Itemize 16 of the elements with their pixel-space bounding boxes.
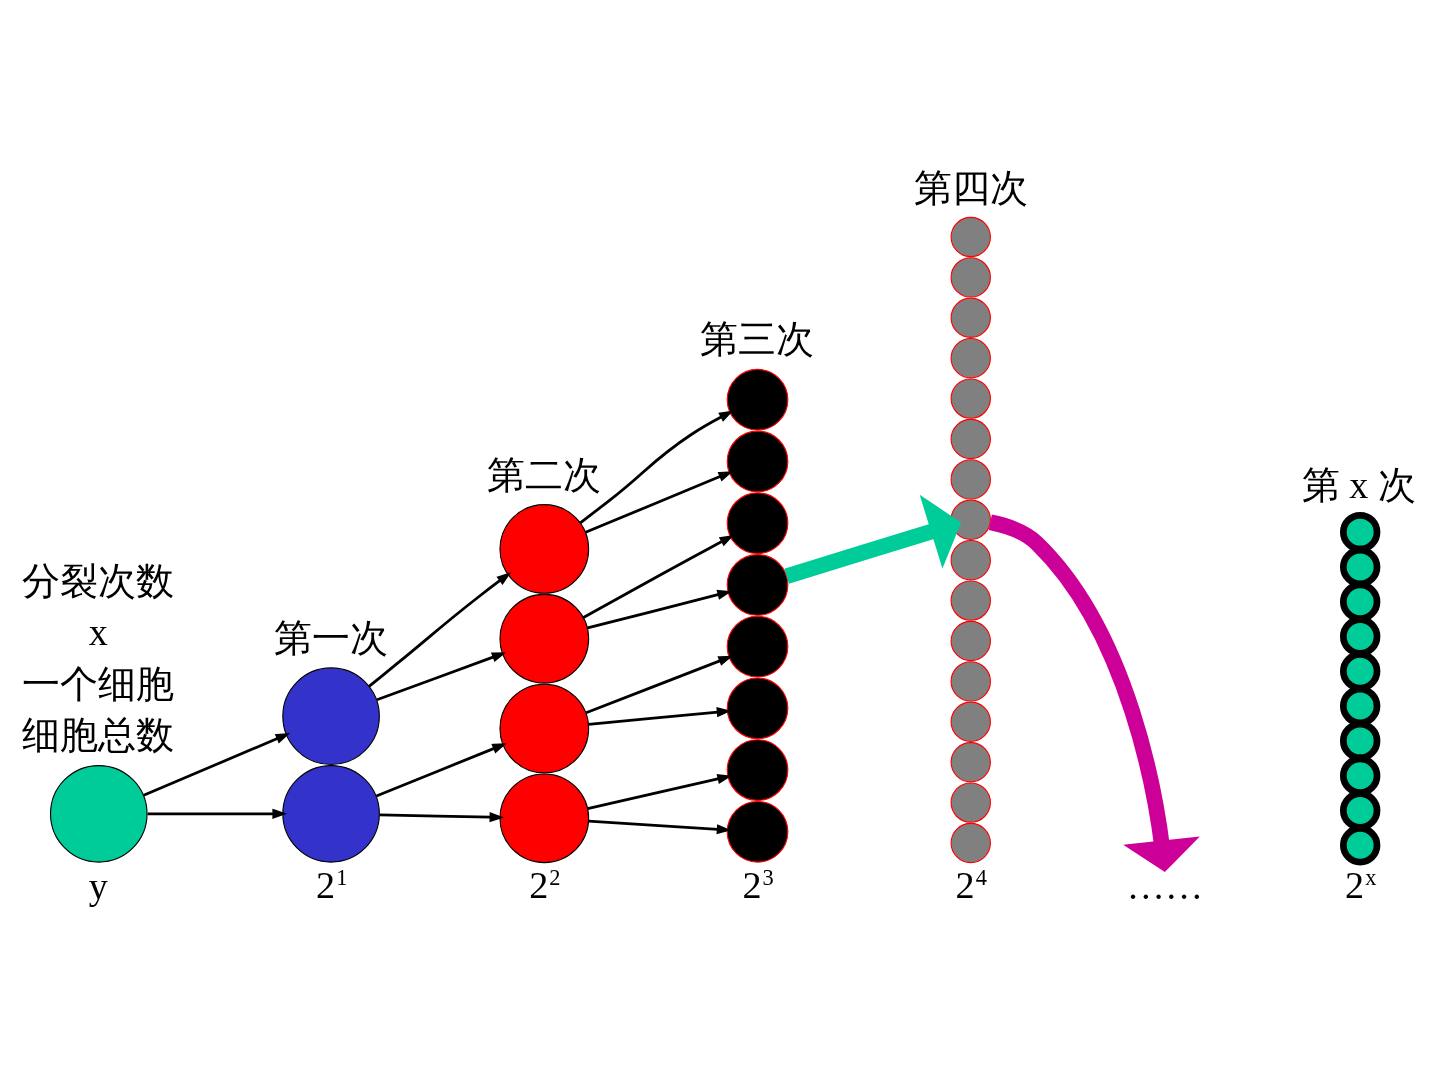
label: y bbox=[88, 864, 108, 907]
label: …… bbox=[1126, 864, 1203, 907]
label: 2$^{1}$ bbox=[315, 863, 347, 906]
label: 2$^{x}$ bbox=[1344, 863, 1376, 906]
label: x bbox=[88, 611, 108, 654]
label: 分裂次数 bbox=[21, 559, 174, 602]
label: 第 x 次 bbox=[1301, 464, 1416, 507]
label: 2$^{4}$ bbox=[955, 863, 987, 906]
label: 细胞总数 bbox=[21, 714, 174, 757]
label: 第一次 bbox=[273, 616, 388, 659]
label: 第三次 bbox=[699, 318, 814, 361]
label: 2$^{2}$ bbox=[528, 863, 561, 906]
label: 第四次 bbox=[913, 166, 1028, 209]
label: 第二次 bbox=[486, 454, 601, 497]
label: 2$^{3}$ bbox=[741, 863, 774, 906]
label: 一个细胞 bbox=[21, 662, 174, 705]
